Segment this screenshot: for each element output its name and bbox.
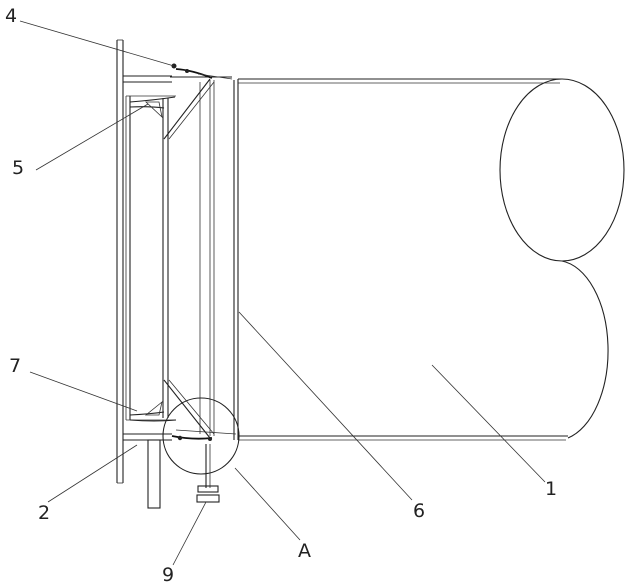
label-A: A	[298, 540, 311, 562]
label-9: 9	[162, 564, 174, 586]
label-6: 6	[413, 500, 425, 522]
foot-assembly	[196, 444, 220, 503]
detail-a-circle	[162, 397, 240, 475]
cylinder-body	[237, 78, 625, 441]
top-fixing-assembly	[129, 63, 233, 140]
label-5: 5	[12, 157, 24, 179]
label-7: 7	[9, 355, 21, 377]
inner-frame	[162, 80, 235, 440]
leader-lines	[19, 20, 546, 566]
label-4: 4	[5, 5, 17, 27]
label-2: 2	[38, 502, 50, 524]
bottom-fixing-assembly	[129, 379, 237, 441]
support-post	[147, 439, 161, 509]
label-1: 1	[545, 478, 557, 500]
